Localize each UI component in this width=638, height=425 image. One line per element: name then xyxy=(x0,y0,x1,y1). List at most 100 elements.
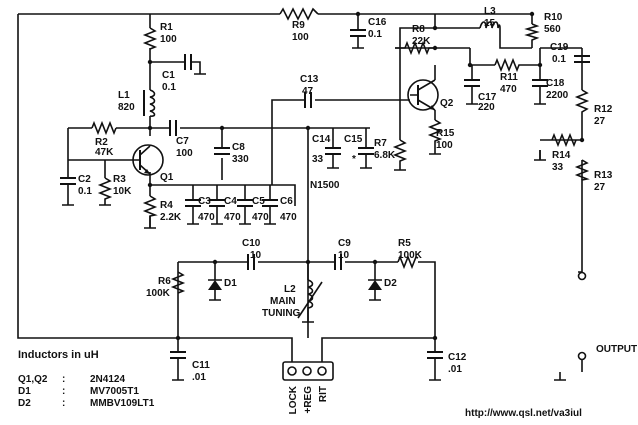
label-C13-value: 47 xyxy=(302,86,314,97)
label-R14-value: 33 xyxy=(552,162,564,173)
label-R7-value: 6.8K xyxy=(374,150,396,161)
resistor-R14 xyxy=(551,132,577,148)
label-R1-ref: R1 xyxy=(160,22,173,33)
inductor-L3 xyxy=(479,21,501,29)
label-R7-ref: R7 xyxy=(374,138,387,149)
label-C7-value: 100 xyxy=(176,148,193,159)
label-R4-value: 2.2K xyxy=(160,212,182,223)
label-C18-ref: C18 xyxy=(546,78,565,89)
label-C12-ref: C12 xyxy=(448,352,467,363)
label-R11-value: 470 xyxy=(500,84,517,95)
capacitor-C10 xyxy=(247,254,255,270)
resistor-R8 xyxy=(395,40,435,56)
resistor-R11 xyxy=(494,57,525,73)
capacitor-C7 xyxy=(169,120,177,136)
connector-lock-reg-rit xyxy=(282,361,334,381)
label-C9-value: 10 xyxy=(338,250,350,261)
label-C10-value: 10 xyxy=(250,250,262,261)
parts-part-1: 2N4124 xyxy=(90,374,125,385)
output-ground-terminal xyxy=(577,271,587,281)
label-R6-value: 100K xyxy=(146,288,171,299)
label-C17-ref: C17 xyxy=(478,92,497,103)
label-C19-value: 0.1 xyxy=(552,54,566,65)
resistor-R6 xyxy=(170,271,186,294)
label-Q2: Q2 xyxy=(440,98,454,109)
label-C16-ref: C16 xyxy=(368,17,387,28)
resistor-R4 xyxy=(142,195,158,229)
label-C8-value: 330 xyxy=(232,154,249,165)
label-R9-value: 100 xyxy=(292,32,309,43)
label-R2-ref: R2 xyxy=(95,137,108,148)
pin-label-reg: +REG xyxy=(303,386,314,414)
label-C7-ref: C7 xyxy=(176,136,189,147)
label-N1500: N1500 xyxy=(310,180,340,191)
parts-ref-1: Q1,Q2 xyxy=(18,374,48,385)
label-C3-value: 470 xyxy=(198,212,215,223)
label-R5-ref: R5 xyxy=(398,238,411,249)
label-R10-ref: R10 xyxy=(544,12,563,23)
output-terminal xyxy=(577,351,587,361)
output-label: OUTPUT xyxy=(596,344,637,355)
label-R6-ref: R6 xyxy=(158,276,171,287)
label-R2-value: 47K xyxy=(95,147,114,158)
label-D1: D1 xyxy=(224,278,237,289)
label-R4-ref: R4 xyxy=(160,200,173,211)
label-L1-value: 820 xyxy=(118,102,135,113)
transistor-Q2 xyxy=(407,79,439,111)
label-R12-ref: R12 xyxy=(594,104,613,115)
label-C11-value: .01 xyxy=(192,372,206,383)
label-R15-ref: R15 xyxy=(436,128,455,139)
label-C6-value: 470 xyxy=(280,212,297,223)
label-R15-value: 100 xyxy=(436,140,453,151)
label-C2-ref: C2 xyxy=(78,174,91,185)
label-C2-value: 0.1 xyxy=(78,186,92,197)
resistor-R3 xyxy=(97,177,113,206)
label-C9-ref: C9 xyxy=(338,238,351,249)
resistor-R10 xyxy=(524,23,540,42)
parts-ref-3: D2 xyxy=(18,398,31,409)
junction-dots xyxy=(147,11,585,341)
label-R9-ref: R9 xyxy=(292,20,305,31)
transistor-Q1 xyxy=(128,144,164,176)
label-C15-value: * xyxy=(352,154,356,165)
parts-part-2: MV7005T1 xyxy=(90,386,139,397)
label-R13-ref: R13 xyxy=(594,170,613,181)
label-C13-ref: C13 xyxy=(300,74,319,85)
label-R8-value: 22K xyxy=(412,36,431,47)
label-Q1: Q1 xyxy=(160,172,174,183)
label-R10-value: 560 xyxy=(544,24,561,35)
capacitor-C17 xyxy=(464,79,480,87)
parts-sep-3: : xyxy=(62,398,65,409)
label-R11-ref: R11 xyxy=(500,72,518,83)
capacitor-C12 xyxy=(427,351,443,359)
label-C17-value: 220 xyxy=(478,102,495,113)
label-C1-value: 0.1 xyxy=(162,82,176,93)
pin-label-rit: RIT xyxy=(318,386,329,402)
inductor-L2 xyxy=(297,279,323,323)
label-C5-ref: C5 xyxy=(252,196,265,207)
resistor-R1 xyxy=(142,27,158,50)
varactor-D2 xyxy=(368,272,382,301)
label-C18-value: 2200 xyxy=(546,90,569,101)
label-C14-ref: C14 xyxy=(312,134,331,145)
label-R3-ref: R3 xyxy=(113,174,126,185)
parts-part-3: MMBV109LT1 xyxy=(90,398,155,409)
label-C8-ref: C8 xyxy=(232,142,245,153)
capacitor-C13 xyxy=(304,92,312,108)
label-L1-ref: L1 xyxy=(118,90,130,101)
label-C3-ref: C3 xyxy=(198,196,211,207)
capacitor-bank-C3-C6 xyxy=(185,199,296,225)
resistor-R12 xyxy=(574,89,590,120)
resistor-R13 xyxy=(574,159,590,200)
label-C14-value: 33 xyxy=(312,154,324,165)
parts-sep-1: : xyxy=(62,374,65,385)
label-D2: D2 xyxy=(384,278,397,289)
label-L2-line1: MAIN xyxy=(270,296,296,307)
resistor-R9 xyxy=(279,7,319,21)
label-L3-value: 15 xyxy=(484,18,496,29)
label-C5-value: 470 xyxy=(252,212,269,223)
parts-sep-2: : xyxy=(62,386,65,397)
resistor-R2 xyxy=(91,120,117,136)
capacitor-C15 xyxy=(358,147,374,155)
